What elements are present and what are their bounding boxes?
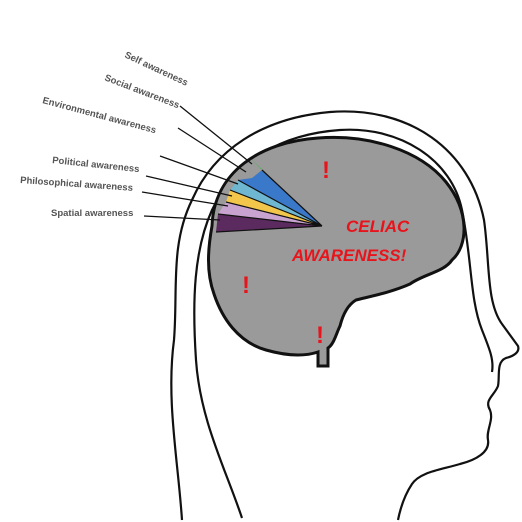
label-pointer-lines (141, 105, 253, 221)
center-title-line2: AWARENESS! (291, 246, 407, 265)
exclamation-mark-bottom: ! (316, 322, 324, 349)
awareness-fan (215, 158, 323, 233)
label-spatial-awareness: Spatial awareness (51, 208, 133, 219)
center-title-line1: CELIAC (346, 217, 410, 236)
head-outline (170, 110, 520, 521)
exclamation-mark-top: ! (322, 157, 330, 184)
exclamation-mark-left: ! (242, 272, 250, 299)
awareness-labels: Self awareness Social awareness Environm… (20, 50, 190, 219)
fan-segment-environmental (230, 180, 322, 226)
label-philosophical-awareness: Philosophical awareness (20, 175, 133, 194)
label-environmental-awareness: Environmental awareness (41, 95, 157, 136)
fan-segment-social (238, 170, 322, 226)
label-political-awareness: Political awareness (52, 155, 140, 175)
skull-outline (193, 128, 494, 519)
